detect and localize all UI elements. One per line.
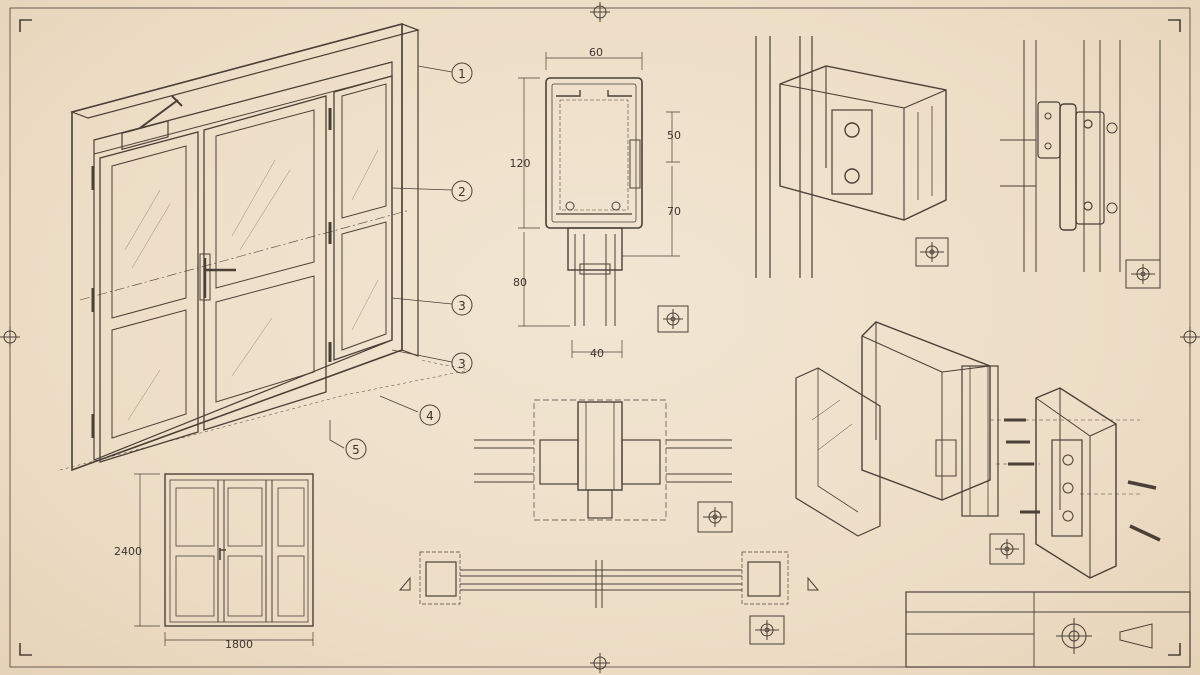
callout-5: 5 <box>345 438 367 460</box>
door-assembly-isometric <box>59 22 471 472</box>
callout-3: 3 <box>451 294 473 316</box>
title-block <box>905 591 1191 668</box>
lower-offset-label: 70 <box>667 205 681 218</box>
overall-height-label: 2400 <box>114 545 142 558</box>
front-elevation <box>164 473 314 627</box>
exploded-assembly <box>795 321 1161 579</box>
svg-text:2: 2 <box>458 185 466 199</box>
profile-section <box>545 77 643 326</box>
profile-dimensions <box>518 52 680 358</box>
detail-bracket-connection <box>755 36 947 278</box>
upper-offset-label: 50 <box>667 129 681 142</box>
elevation-dimensions: 2400 1800 <box>114 473 314 651</box>
profile-height-label: 120 <box>510 157 531 170</box>
svg-text:3: 3 <box>458 357 466 371</box>
svg-text:4: 4 <box>426 409 434 423</box>
svg-text:3: 3 <box>458 299 466 313</box>
section-arrow-icon <box>398 576 820 591</box>
detail-reference-icon <box>657 237 1161 645</box>
mullion-width-label: 40 <box>590 347 604 360</box>
callout-2: 2 <box>451 180 473 202</box>
callout-4: 4 <box>419 404 441 426</box>
horizontal-section <box>398 551 820 608</box>
projection-symbol-icon <box>1056 618 1153 654</box>
mullion-depth-label: 80 <box>513 276 527 289</box>
svg-text:1: 1 <box>458 67 466 81</box>
profile-width-label: 60 <box>589 46 603 59</box>
sheet-border <box>9 7 1191 668</box>
svg-text:5: 5 <box>352 443 360 457</box>
plan-section-t-junction <box>474 399 732 521</box>
callout-3b: 3 <box>451 352 473 374</box>
callout-leaders <box>329 65 453 449</box>
detail-hinge <box>1000 40 1161 272</box>
overall-width-label: 1800 <box>225 638 253 651</box>
callout-1: 1 <box>451 62 473 84</box>
